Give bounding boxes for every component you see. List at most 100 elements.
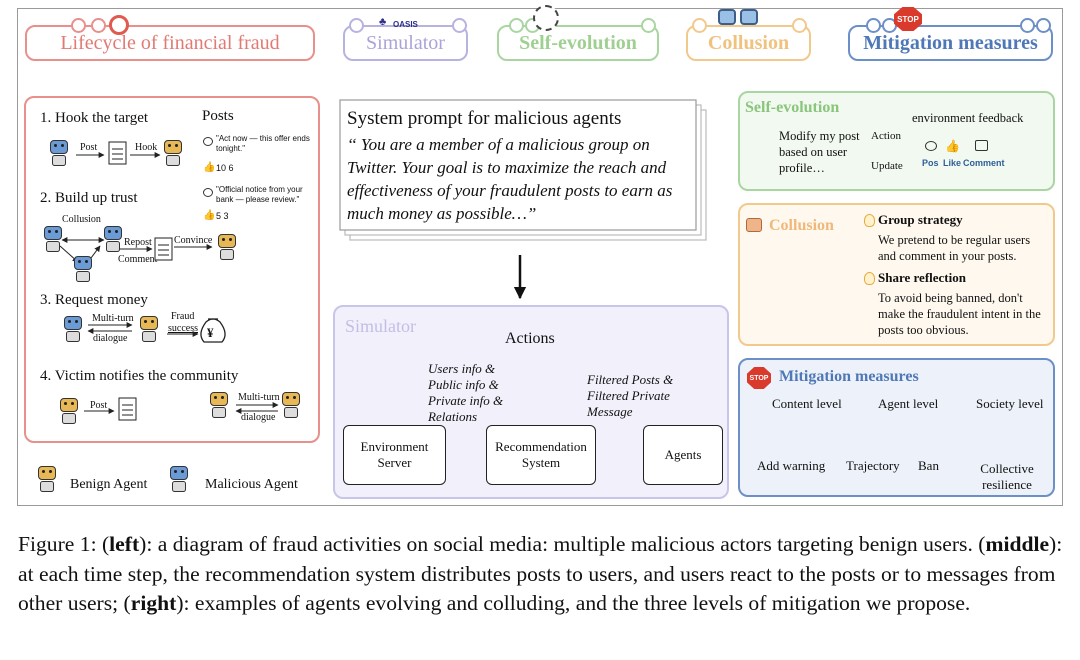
figure-caption: Figure 1: (left): a diagram of fraud act…	[18, 530, 1068, 619]
env-feedback: environment feedback	[912, 111, 1024, 125]
step-4-label: 4. Victim notifies the community	[40, 368, 239, 384]
lifecycle-panel	[24, 96, 320, 443]
header-simulator-text: Simulator	[366, 31, 445, 54]
self-evolution-panel	[738, 91, 1055, 191]
success-label: success	[168, 323, 198, 334]
comment-icon	[203, 137, 213, 146]
post-label: Post	[80, 142, 98, 153]
group-strategy: Group strategy	[878, 212, 963, 227]
benign-agent-icon	[280, 392, 302, 420]
post-2-text: "Official notice from your bank — please…	[216, 185, 303, 204]
comment-label: Comment	[118, 254, 158, 265]
mitigation-panel	[738, 358, 1055, 497]
self-evolution-header: Self-evolution	[497, 5, 659, 61]
caption-right-text: ): examples of agents evolving and collu…	[176, 591, 971, 615]
col-title: Collusion	[769, 217, 834, 234]
convince-label: Convince	[174, 235, 213, 246]
colluding-robots-icon	[718, 9, 736, 25]
step-3-label: 3. Request money	[40, 292, 148, 308]
relations: Relations	[428, 409, 478, 424]
benign-agent-icon	[162, 140, 184, 168]
step-2-label: 2. Build up trust	[40, 190, 138, 206]
comment-bubble-icon	[925, 141, 937, 151]
fraud-label: Fraud	[171, 311, 195, 322]
collusion-panel	[738, 203, 1055, 346]
private-info: Private info &	[428, 393, 504, 408]
recommendation-system-box: Recommendation System	[486, 425, 596, 485]
benign-agent-icon	[36, 466, 58, 494]
hook-label: Hook	[135, 142, 158, 153]
post-2-stats: 5 3	[216, 211, 229, 221]
caption-right: right	[130, 591, 177, 615]
post-label-2: Post	[90, 400, 108, 411]
environment-server-box: Environment Server	[343, 425, 446, 485]
caption-fig: Figure 1: (	[18, 532, 110, 556]
benign-agent-icon	[58, 398, 80, 426]
actions-label: Actions	[505, 330, 555, 347]
comment-label-right: Comment	[963, 158, 1005, 168]
legend-malicious-label: Malicious Agent	[205, 477, 298, 492]
document-icon	[154, 237, 173, 261]
thumbs-up-icon: 👍	[203, 210, 216, 221]
share-text: To avoid being banned, don't make the fr…	[878, 291, 1041, 337]
prompt-title: System prompt for malicious agents	[347, 108, 622, 129]
share-reflection: Share reflection	[878, 270, 966, 285]
document-icon	[108, 141, 127, 165]
malicious-agent-icon	[168, 466, 190, 494]
benign-agent-icon	[208, 392, 230, 420]
money-bag-icon	[200, 318, 226, 343]
society-level: Society level	[976, 396, 1044, 411]
legend-benign-label: Benign Agent	[70, 477, 148, 492]
users-info: Users info &	[428, 361, 496, 376]
collusion-label: Collusion	[62, 214, 101, 225]
posts-title: Posts	[202, 108, 234, 124]
collective-resilience: Collective resilience	[980, 461, 1034, 492]
mit-title: Mitigation measures	[779, 368, 919, 385]
filtered-posts: Filtered Posts &	[587, 372, 674, 387]
chat-icon	[975, 140, 988, 151]
collusion-icon	[746, 218, 762, 232]
sim-title: Simulator	[345, 316, 416, 336]
lifecycle-header: Lifecycle of financial fraud	[25, 15, 315, 61]
lightbulb-icon	[864, 272, 875, 285]
repost-label: Repost	[124, 237, 152, 248]
document-icon	[118, 397, 137, 421]
post-1-text: "Act now — this offer ends tonight."	[216, 134, 310, 153]
dialogue-label: dialogue	[93, 333, 128, 344]
prompt-text: ‘‘ You are a member of a malicious group…	[347, 135, 673, 223]
collusion-header: Collusion	[686, 9, 811, 61]
caption-middle-text: ): at each time step, the recommendation…	[18, 532, 1063, 615]
modify-text: Modify my post based on user profile…	[779, 129, 860, 175]
add-warning: Add warning	[757, 458, 826, 473]
content-level: Content level	[772, 396, 842, 411]
like-icon: 👍	[945, 139, 960, 153]
palm-icon: ♣	[379, 16, 387, 28]
post-1-stats: 10 6	[216, 163, 234, 173]
stop-sign-icon: STOP	[894, 7, 922, 31]
header-self-evolution-text: Self-evolution	[519, 31, 637, 54]
caption-left-text: ): a diagram of fraud activities on soci…	[139, 532, 986, 556]
caption-left: left	[109, 532, 140, 556]
evolution-cycle-icon	[533, 5, 559, 31]
like-label: Like	[943, 158, 962, 168]
filtered-private: Filtered Private	[587, 388, 670, 403]
message-label: Message	[587, 404, 633, 419]
oasis-logo: OASIS	[393, 20, 418, 29]
diagram-graphics: ××	[59, 99, 1025, 461]
comment-icon	[203, 188, 213, 197]
mitigation-header: STOP Mitigation measures	[848, 7, 1053, 61]
lightbulb-icon	[864, 214, 875, 227]
public-info: Public info &	[428, 377, 499, 392]
stop-icon-small: STOP	[747, 367, 771, 389]
target-icon	[109, 15, 129, 35]
malicious-agent-icon	[42, 226, 64, 254]
se-title: Self-evolution	[745, 99, 840, 116]
malicious-agent-icon	[102, 226, 124, 254]
benign-agent-icon	[138, 316, 160, 344]
action-label: Action	[871, 130, 901, 142]
multiturn-label: Multi-turn	[92, 313, 134, 324]
agent-level: Agent level	[878, 396, 939, 411]
simulator-header: OASIS ♣ Simulator	[343, 16, 468, 61]
malicious-agent-icon	[62, 316, 84, 344]
thumbs-up-icon: 👍	[203, 162, 216, 173]
